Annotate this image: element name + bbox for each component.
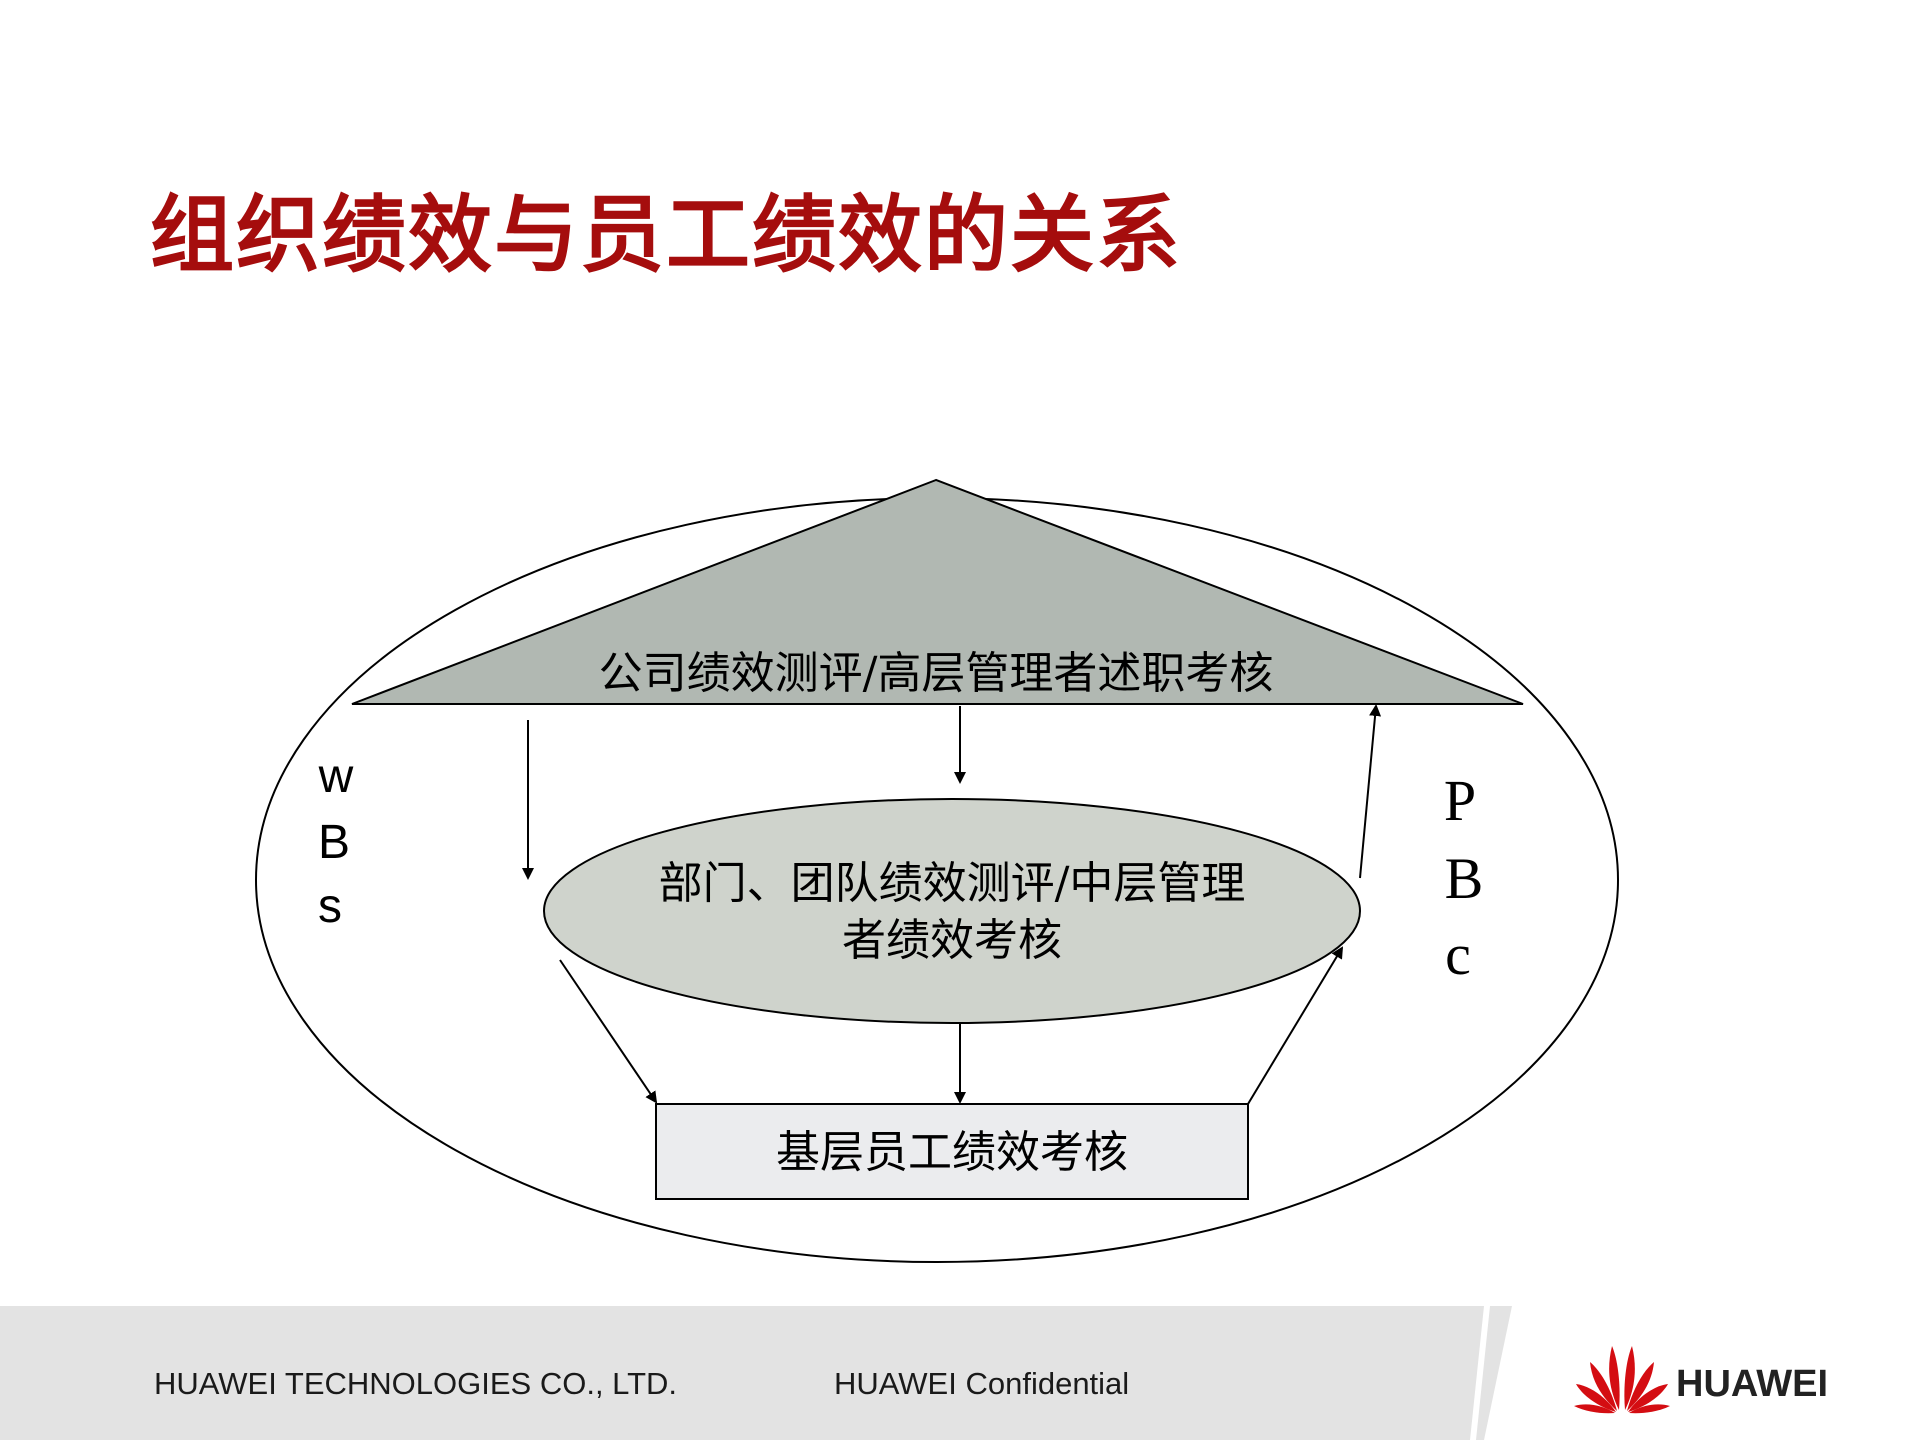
top-triangle — [351, 478, 1524, 705]
footer-logo-panel — [1484, 1306, 1920, 1440]
arrow-diagonal-to-box — [559, 959, 658, 1104]
top-triangle-label: 公司绩效测评/高层管理者述职考核 — [599, 648, 1274, 699]
left-side-letter: s — [318, 880, 342, 933]
left-side-letter: w — [318, 750, 354, 803]
footer-company: HUAWEI TECHNOLOGIES CO., LTD. — [154, 1366, 678, 1401]
footer-bar: HUAWEI TECHNOLOGIES CO., LTD. HUAWEI Con… — [0, 1306, 1920, 1440]
right-side-letter: B — [1445, 846, 1484, 911]
middle-ellipse — [543, 798, 1361, 1024]
footer-separator-stripe — [1470, 1306, 1490, 1440]
performance-relationship-diagram: 公司绩效测评/高层管理者述职考核 部门、团队绩效测评/中层管理 者绩效考核 基层… — [255, 478, 1619, 1263]
bottom-box-label: 基层员工绩效考核 — [776, 1127, 1128, 1178]
slide-title: 组织绩效与员工绩效的关系 — [150, 186, 1183, 284]
right-side-letter: c — [1445, 922, 1471, 987]
arrow-diagonal-from-box — [1247, 946, 1344, 1105]
footer-confidential: HUAWEI Confidential — [834, 1366, 1130, 1401]
arrow-right-up — [1359, 704, 1382, 879]
huawei-logo-text: HUAWEI — [1676, 1363, 1828, 1405]
bottom-box — [655, 1103, 1249, 1200]
middle-ellipse-label-line1: 部门、团队绩效测评/中层管理 — [659, 858, 1246, 909]
middle-ellipse-label-line2: 者绩效考核 — [842, 915, 1062, 966]
left-side-letter: B — [318, 816, 350, 869]
huawei-petal-logo-icon — [1574, 1346, 1670, 1414]
right-side-letter: P — [1444, 768, 1476, 833]
